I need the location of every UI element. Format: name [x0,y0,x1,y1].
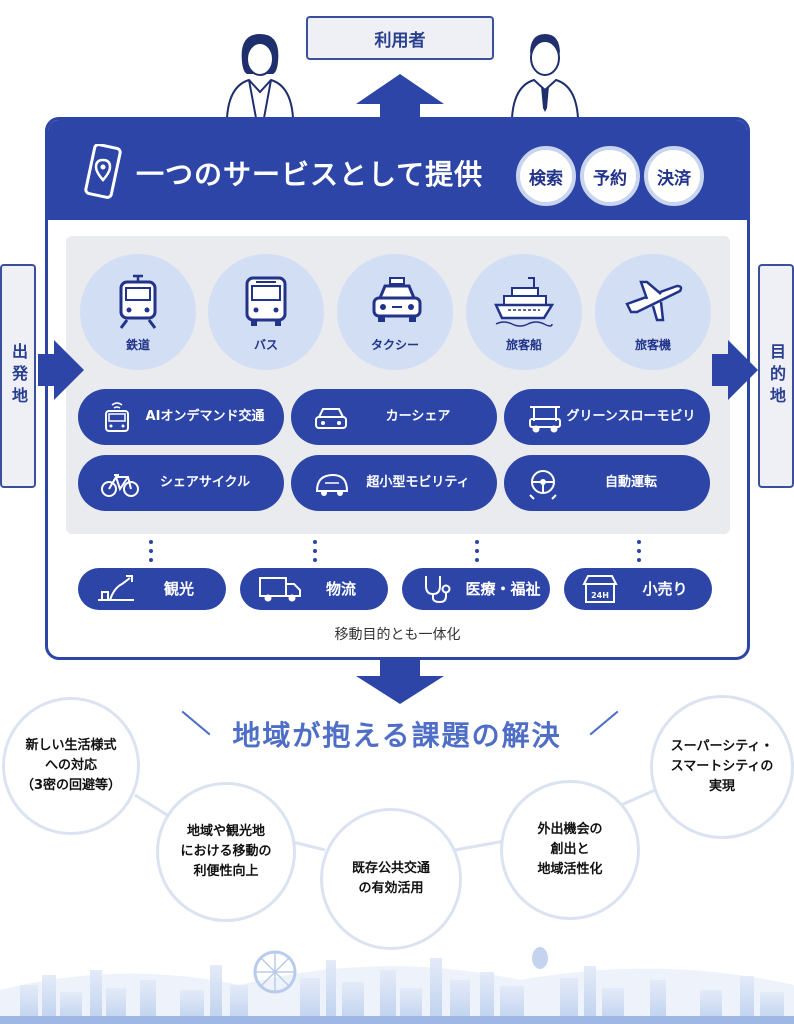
transport-bus: バス [208,254,324,370]
taxi-icon [372,277,422,322]
service-header: 一つのサービスとして提供 検索 予約 決済 [48,120,747,220]
mobility-label: グリーンスローモビリティ [566,409,696,480]
mobility-micro: 超小型モビリティ [291,455,497,511]
store-sign-text: 24H [591,591,609,600]
search-badge: 検索 [516,146,576,206]
mobility-label: 超小型モビリティ [366,475,470,490]
purpose-sightseeing: 観光 [78,568,226,610]
service-panel: 一つのサービスとして提供 検索 予約 決済 鉄道 バス [45,117,750,660]
female-user-icon [225,34,295,118]
transport-ship: 旅客船 [466,254,582,370]
mobility-autonomous: 自動運転 [504,455,710,511]
train-icon [119,274,157,329]
challenge-circle: スーパーシティ・ スマートシティの 実現 [650,695,794,839]
purpose-medical: 医療・福祉 [402,568,550,610]
challenge-text: スーパーシティ・ スマートシティの 実現 [670,739,774,794]
transport-label: 旅客船 [505,338,542,352]
sightseeing-icon [98,575,134,601]
challenge-circle: 既存公共交通 の有効活用 [320,808,462,950]
transport-train: 鉄道 [80,254,196,370]
transport-label: バス [253,338,278,352]
airplane-icon [625,280,683,322]
mobility-label: シェアサイクル [159,475,251,490]
up-arrow-icon [356,74,444,120]
transport-label: タクシー [370,338,419,352]
down-arrow-icon [356,660,444,704]
ai-bus-icon [105,402,129,432]
destination-label: 目的地 [767,343,786,409]
connector-dots [313,540,317,567]
challenge-circle: 地域や観光地 における移動の 利便性向上 [156,782,296,922]
stethoscope-icon [425,576,451,604]
micro-car-icon [315,473,349,496]
mobility-ai-on-demand: AIオンデマンド交通 [78,389,284,445]
purpose-label: 小売り [642,580,688,598]
bus-icon [245,276,287,326]
challenge-text: 地域や観光地 における移動の 利便性向上 [180,824,272,879]
challenge-circle: 新しい生活様式 への対応 （3密の回避等） [2,697,140,835]
connector-dots [637,540,641,567]
right-arrow-icon [712,340,758,400]
city-skyline-illustration [0,947,794,1024]
ship-icon [494,277,554,327]
bicycle-icon [101,474,139,497]
payment-badge: 決済 [644,146,704,206]
purpose-label: 医療・福祉 [465,580,541,598]
mobility-label: 自動運転 [604,475,657,490]
destination-box: 目的地 [758,264,794,488]
transport-taxi: タクシー [337,254,453,370]
connector-dots [475,540,479,567]
challenge-text: 外出機会の 創出と 地域活性化 [537,822,603,877]
challenge-circle: 外出機会の 創出と 地域活性化 [500,780,640,920]
users-label: 利用者 [374,30,426,51]
challenge-text: 新しい生活様式 への対応 （3密の回避等） [20,738,122,793]
purpose-retail: 24H 小売り [564,568,712,610]
service-title: 一つのサービスとして提供 [136,158,484,191]
mobility-label: カーシェア [385,409,451,424]
users-box: 利用者 [306,16,494,60]
male-user-icon [510,34,580,118]
transport-label: 鉄道 [125,338,150,352]
integration-caption: 移動目的とも一体化 [334,627,461,643]
mobility-share-cycle: シェアサイクル [78,455,284,511]
truck-icon [259,577,301,602]
purpose-logistics: 物流 [240,568,388,610]
store-24h-icon: 24H [582,575,618,603]
transport-label: 旅客機 [634,338,671,352]
right-arrow-icon [38,340,84,400]
origin-label: 出発地 [9,343,28,409]
mobility-label: AIオンデマンド交通 [145,409,265,424]
mobility-green-slow: グリーンスローモビリティ [504,389,710,480]
origin-box: 出発地 [0,264,36,488]
challenge-text: 既存公共交通 の有効活用 [351,861,430,896]
car-icon [315,408,347,429]
purpose-label: 物流 [325,580,356,598]
golf-cart-icon [529,406,561,433]
smartphone-location-icon [84,144,122,199]
headline: 地域が抱える課題の解決 [232,719,562,752]
reservation-badge: 予約 [580,146,640,206]
mobility-car-share: カーシェア [291,389,497,445]
purpose-label: 観光 [163,580,194,598]
connector-dots [149,540,153,567]
transport-airplane: 旅客機 [595,254,711,370]
steering-wheel-icon [529,470,557,500]
